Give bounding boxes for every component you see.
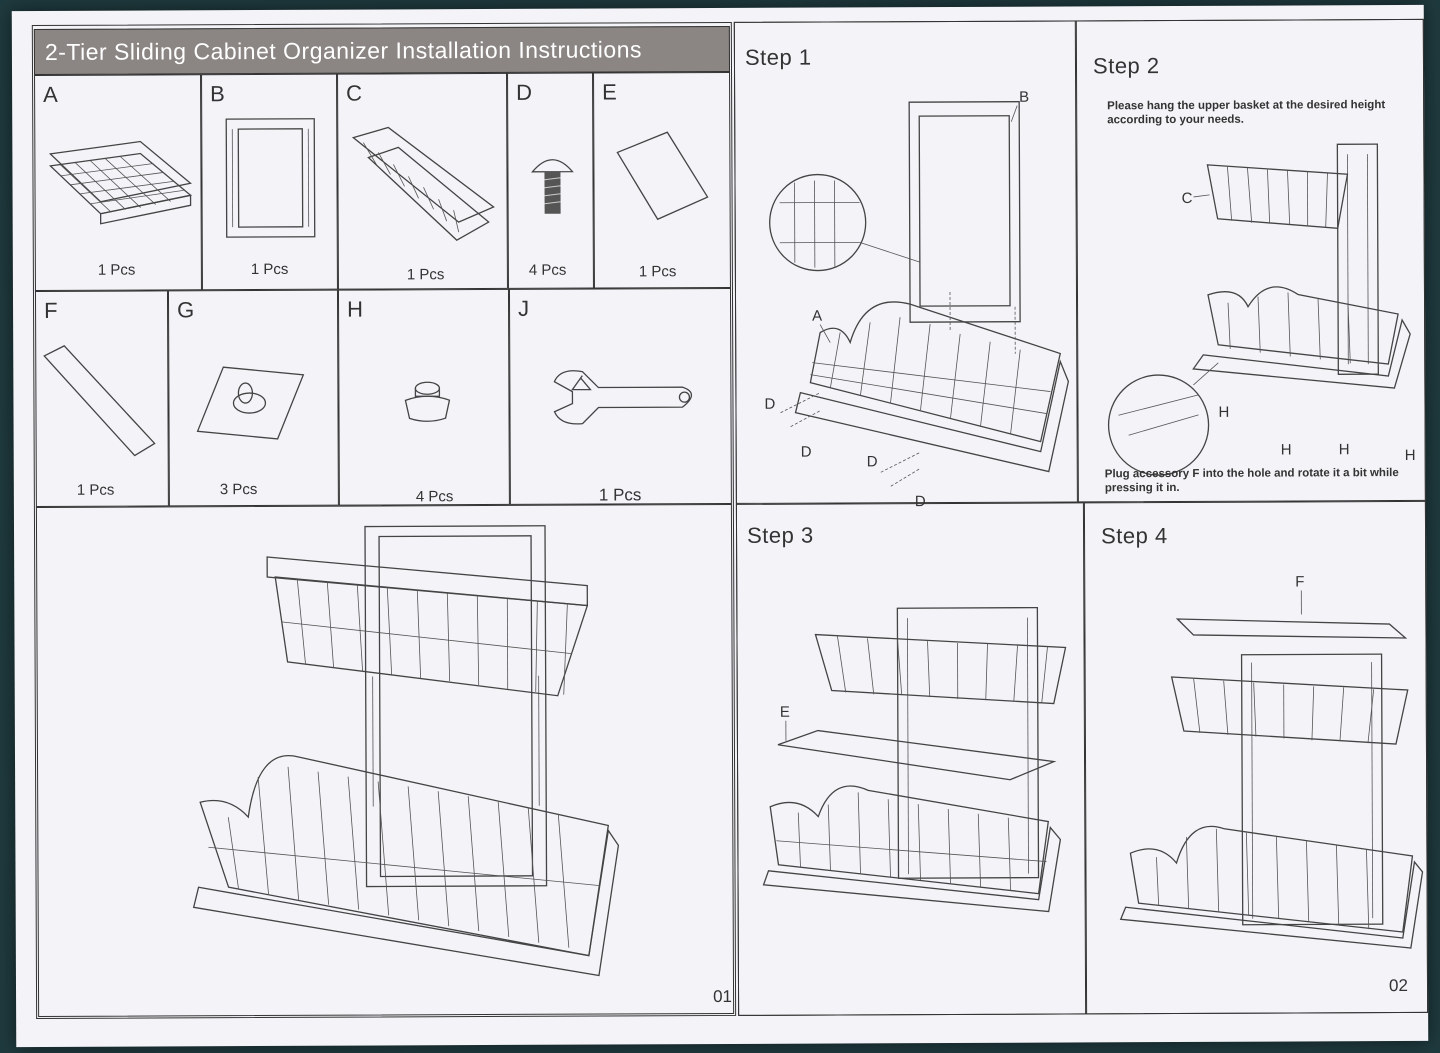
step2-label-h1: H bbox=[1218, 404, 1229, 421]
step1-illustration: B A D D D D bbox=[764, 89, 1070, 510]
adhesive-hook-icon bbox=[196, 366, 305, 440]
part-cell-g: G 3 Pcs bbox=[167, 289, 339, 507]
wrench-icon bbox=[553, 370, 693, 425]
frame-icon bbox=[225, 118, 316, 238]
step4-illustration: F bbox=[1119, 573, 1424, 949]
step2-label-h2: H bbox=[1281, 442, 1292, 459]
part-cell-f: F 1 Pcs bbox=[34, 290, 169, 507]
screw-icon bbox=[531, 159, 574, 214]
part-qty: 1 Pcs bbox=[250, 260, 289, 279]
part-qty: 1 Pcs bbox=[638, 263, 677, 281]
assembled-view-cell: 01 bbox=[35, 503, 735, 1017]
part-cell-b: B 1 Pcs bbox=[201, 73, 338, 291]
part-letter: E bbox=[602, 79, 617, 105]
step2-label-c: C bbox=[1182, 190, 1193, 207]
step1-cell: Step 1 B A bbox=[733, 20, 1078, 510]
step2-cell: Step 2 Please hang the upper basket at t… bbox=[1075, 18, 1426, 503]
step2-title: Step 2 bbox=[1092, 53, 1160, 79]
step2-label-h3: H bbox=[1339, 441, 1350, 458]
panel-icon bbox=[616, 131, 709, 221]
step2-note-bottom: Plug accessory F into the hole and rotat… bbox=[1104, 467, 1399, 495]
part-qty: 1 Pcs bbox=[598, 485, 642, 505]
part-qty: 1 Pcs bbox=[76, 481, 115, 499]
part-qty: 1 Pcs bbox=[97, 261, 136, 279]
upper-basket-icon bbox=[351, 126, 495, 241]
part-letter: A bbox=[43, 81, 58, 107]
strip-icon bbox=[43, 345, 156, 457]
step3-illustration: E bbox=[762, 606, 1067, 913]
part-qty: 1 Pcs bbox=[406, 266, 445, 284]
part-letter: D bbox=[516, 79, 533, 105]
page-number-left: 01 bbox=[713, 986, 733, 1007]
step1-label-d4: D bbox=[915, 493, 926, 510]
part-qty: 3 Pcs bbox=[219, 481, 258, 499]
step3-cell: Step 3 E bbox=[735, 502, 1087, 1016]
part-letter: G bbox=[176, 297, 195, 323]
part-letter: B bbox=[210, 81, 225, 107]
instruction-sheet: 2-Tier Sliding Cabinet Organizer Install… bbox=[11, 4, 1429, 1048]
step4-label-f: F bbox=[1295, 573, 1304, 590]
part-letter: H bbox=[346, 296, 363, 322]
step3-title: Step 3 bbox=[746, 522, 814, 548]
foot-cap-icon bbox=[404, 381, 451, 422]
step1-label-b: B bbox=[1019, 89, 1029, 106]
part-qty: 4 Pcs bbox=[528, 261, 567, 279]
part-cell-j: J 1 Pcs bbox=[508, 287, 732, 505]
part-cell-c: C 1 Pcs bbox=[337, 72, 508, 290]
step4-title: Step 4 bbox=[1100, 523, 1168, 549]
step3-label-e: E bbox=[780, 704, 790, 721]
part-qty: 4 Pcs bbox=[415, 488, 454, 506]
step4-cell: Step 4 F 0 bbox=[1083, 500, 1429, 1015]
step2-illustration: C H H H H bbox=[1107, 143, 1416, 476]
part-letter: F bbox=[43, 297, 58, 323]
assembled-organizer-illustration bbox=[192, 525, 620, 977]
document-title: 2-Tier Sliding Cabinet Organizer Install… bbox=[33, 25, 731, 75]
page-number-right: 02 bbox=[1388, 976, 1408, 996]
step2-label-h4: H bbox=[1405, 447, 1416, 464]
step1-label-d3: D bbox=[867, 453, 878, 470]
part-cell-e: E 1 Pcs bbox=[593, 71, 731, 289]
step2-note-top: Please hang the upper basket at the desi… bbox=[1107, 99, 1386, 127]
step1-label-a: A bbox=[812, 308, 822, 325]
lower-basket-icon bbox=[48, 140, 193, 225]
part-letter: J bbox=[517, 295, 530, 321]
part-cell-a: A 1 Pcs bbox=[34, 74, 202, 291]
step1-title: Step 1 bbox=[744, 44, 812, 70]
part-letter: C bbox=[346, 80, 363, 106]
step1-label-d2: D bbox=[801, 444, 812, 461]
part-cell-h: H 4 Pcs bbox=[337, 288, 510, 506]
part-cell-d: D 4 Pcs bbox=[507, 72, 594, 289]
step1-label-d1: D bbox=[764, 396, 775, 413]
